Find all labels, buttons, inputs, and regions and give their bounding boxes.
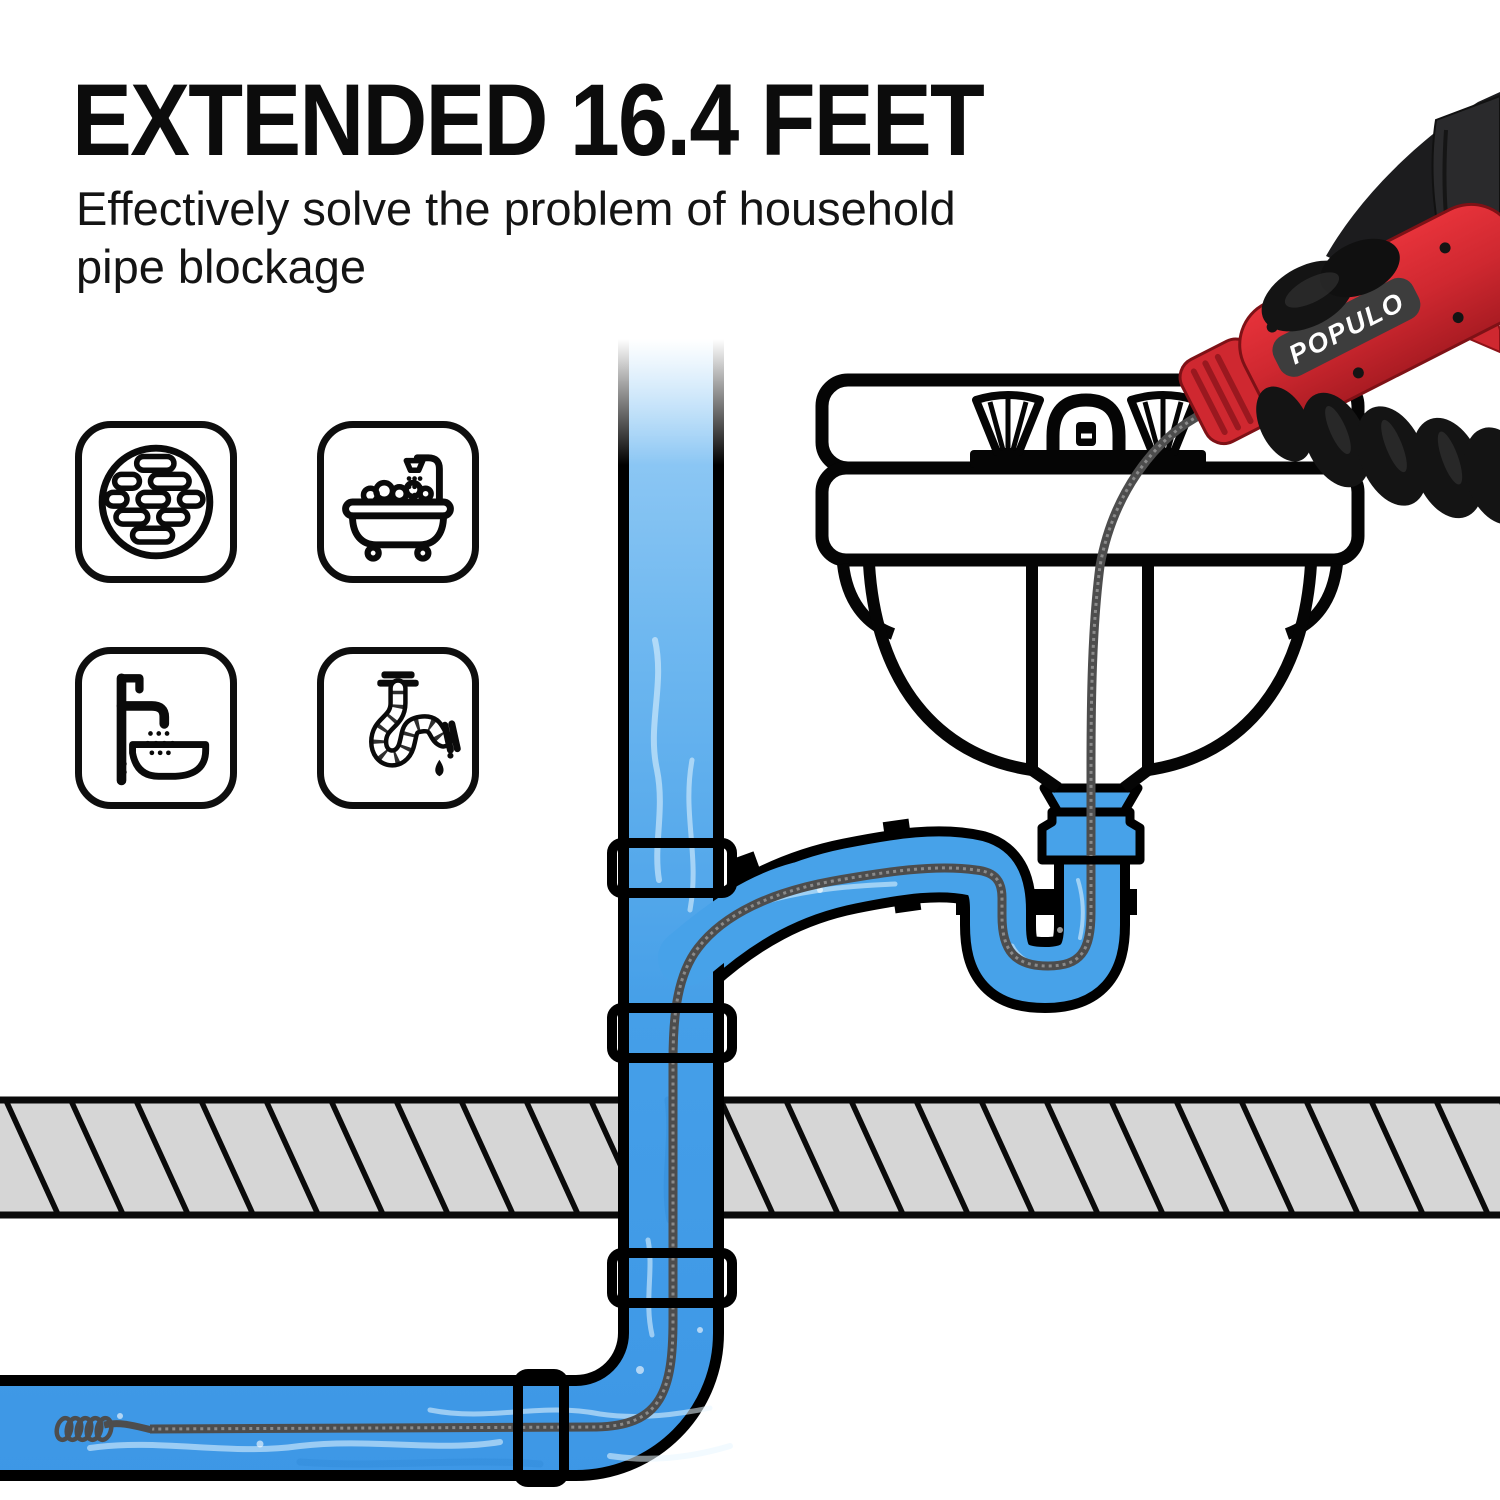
feature-tile-faucet [75,647,237,809]
floor-drain-icon [98,444,214,560]
flexible-drain-pipe-icon [369,671,461,777]
subtitle-line-1: Effectively solve the problem of househo… [76,182,956,235]
sink-bowl [837,560,1343,793]
subtitle-line-2: pipe blockage [76,240,367,294]
auger-cable-lower [149,856,1096,1434]
drain-auger-tool: POPULO [1178,92,1500,525]
glove-hand [1256,238,1500,525]
sink-faucet [1046,393,1126,466]
sink-rim [815,461,1365,567]
bathtub-shower-icon [342,454,454,562]
feature-tile-flex-pipe [317,647,479,809]
tool-brand-label [1272,277,1421,377]
pipe-couplings [513,838,737,1487]
pipe-coupling-mid [607,1003,737,1063]
pipe-coupling-bottom-run [513,1369,569,1487]
faucet-sink-icon [116,673,210,786]
floor-slab [0,1096,1500,1219]
page-title: EXTENDED 16.4 FEET [72,63,985,177]
auger-cable-tip [54,1415,153,1443]
pipe-coupling-upper [607,838,737,898]
page-subtitle: Effectively solve the problem of househo… [76,180,956,297]
auger-cable-upper [1086,407,1208,856]
sink-handle-left [972,391,1044,456]
pipe-coupling-below-floor [607,1248,737,1308]
feature-tile-bathtub [317,421,479,583]
pipe-top-fade [600,285,746,465]
sink [815,373,1365,793]
feature-tile-floor-drain [75,421,237,583]
water-texture [87,637,1085,1468]
